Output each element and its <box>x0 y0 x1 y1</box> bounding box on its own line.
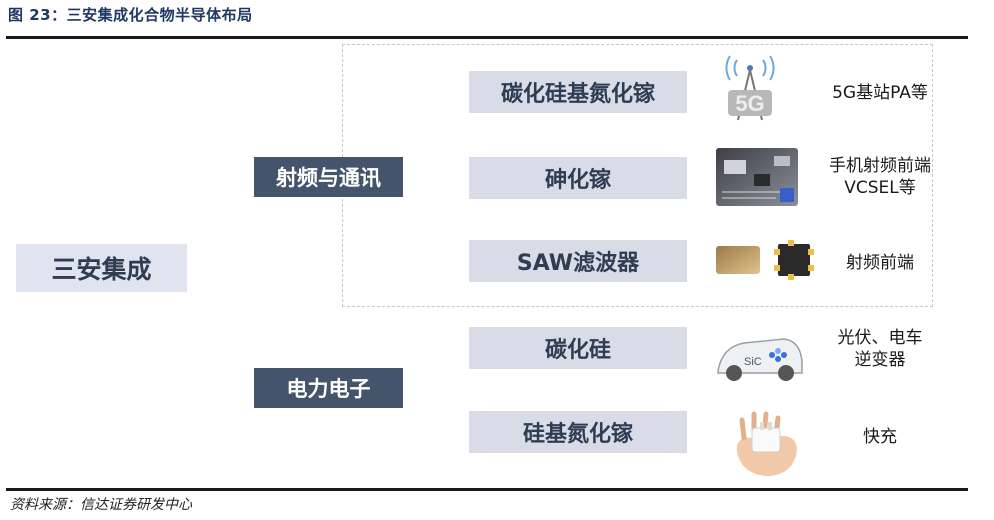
category-rf-communication: 射频与通讯 <box>254 157 403 197</box>
sic-car-icon: SiC <box>717 338 803 381</box>
saw-filter-chip-icon <box>716 240 814 280</box>
svg-text:5G: 5G <box>735 91 764 116</box>
application-rf-frontend: 射频前端 <box>846 253 914 273</box>
application-5g-base-station: 5G基站PA等 <box>832 83 928 103</box>
application-mobile-rf: 手机射频前端 VCSEL等 <box>800 155 960 199</box>
material-saw-filter: SAW滤波器 <box>469 240 687 282</box>
root-node: 三安集成 <box>16 244 187 292</box>
application-line: 手机射频前端 <box>829 156 931 176</box>
fast-charger-icon <box>736 411 797 476</box>
material-gan-on-si: 硅基氮化镓 <box>469 411 687 453</box>
material-gan-on-sic: 碳化硅基氮化镓 <box>469 71 687 113</box>
application-pv-ev-inverter: 光伏、电车 逆变器 <box>800 327 960 371</box>
top-rule <box>6 36 968 39</box>
figure-title: 图 23：三安集成化合物半导体布局 <box>8 6 253 24</box>
application-line: 逆变器 <box>854 350 906 370</box>
application-fast-charging: 快充 <box>863 427 897 447</box>
material-gaas: 砷化镓 <box>469 157 687 199</box>
bottom-rule <box>6 488 968 491</box>
figure-source: 资料来源：信达证券研发中心 <box>10 497 192 513</box>
application-line: 光伏、电车 <box>837 328 923 348</box>
circuit-board-icon <box>716 148 798 206</box>
application-line: VCSEL等 <box>844 178 916 198</box>
svg-text:SiC: SiC <box>744 356 762 368</box>
material-sic: 碳化硅 <box>469 327 687 369</box>
5g-tower-icon: 5G <box>725 55 775 121</box>
category-power-electronics: 电力电子 <box>254 368 403 408</box>
